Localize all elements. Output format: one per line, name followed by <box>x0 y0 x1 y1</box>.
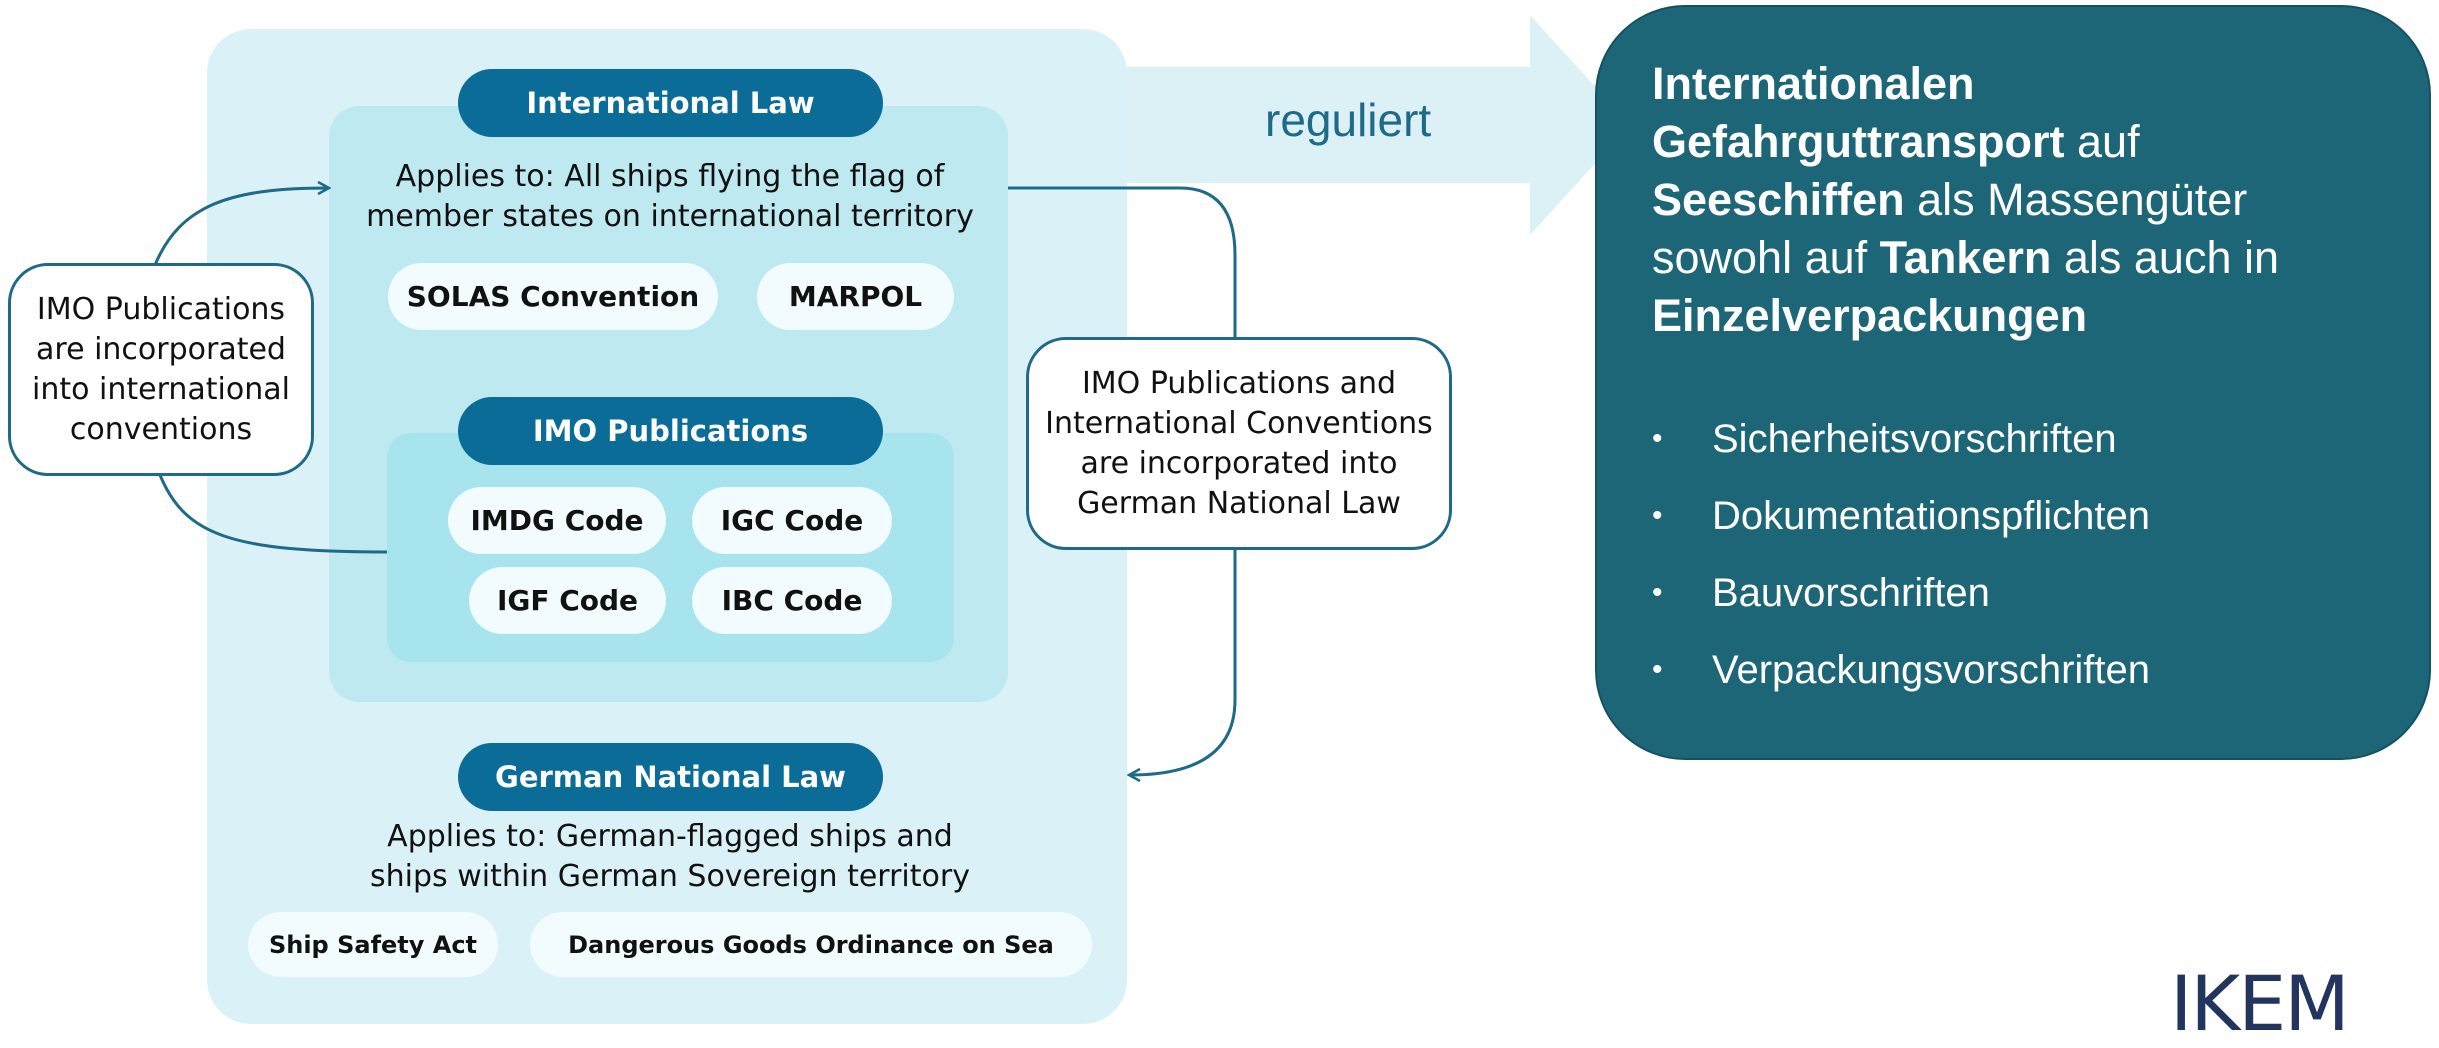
igf-code-pill: IGF Code <box>469 567 666 634</box>
bullet-text: Verpackungsvorschriften <box>1712 648 2151 692</box>
panel-title-part: Tankern <box>1879 232 2052 283</box>
connector-left-top <box>153 188 328 266</box>
international-law-header: International Law <box>458 69 883 137</box>
german-law-applies: Applies to: German-flagged ships and shi… <box>370 819 970 894</box>
reguliert-arrow <box>1120 15 1630 235</box>
bullet-item: • Bauvorschriften <box>1652 571 2372 648</box>
panel-title-part: Internationalen <box>1652 58 1975 109</box>
bullet-item: • Sicherheitsvorschriften <box>1652 417 2372 494</box>
ibc-code-pill: IBC Code <box>692 567 892 634</box>
panel-title-part: auf <box>2064 116 2140 167</box>
imo-publications-header: IMO Publications <box>458 397 883 465</box>
callout-into-german-law: IMO Publications and International Conve… <box>1026 337 1452 550</box>
panel-title-part: als Massengüter sowohl auf <box>1652 174 2248 283</box>
right-summary-panel: Internationalen Gefahrguttransport auf S… <box>1595 5 2431 760</box>
imdg-code-pill: IMDG Code <box>448 487 666 554</box>
dangerous-goods-ordinance-pill: Dangerous Goods Ordinance on Sea <box>530 912 1092 977</box>
marpol-pill: MARPOL <box>757 263 954 330</box>
panel-title-part: Seeschiffen <box>1652 174 1905 225</box>
igc-code-pill: IGC Code <box>692 487 892 554</box>
connector-right-bottom <box>1130 550 1237 775</box>
bullet-dot: • <box>1652 576 1663 609</box>
connector-right-top <box>1008 186 1237 338</box>
ship-safety-act-pill: Ship Safety Act <box>248 912 498 977</box>
callout-imo-into-conventions: IMO Publications are incorporated into i… <box>8 263 314 476</box>
connectors <box>153 0 1237 1020</box>
solas-convention-pill: SOLAS Convention <box>388 263 718 330</box>
bullet-item: • Dokumentationspflichten <box>1652 494 2372 571</box>
bullet-list: • Sicherheitsvorschriften • Dokumentations… <box>1652 417 2372 725</box>
bullet-text: Bauvorschriften <box>1712 571 1990 615</box>
panel-title-part: Einzelverpackungen <box>1652 290 2088 341</box>
arrow-label: reguliert <box>1265 94 1432 146</box>
bullet-dot: • <box>1652 499 1663 532</box>
panel-title-part: als auch in <box>2051 232 2279 283</box>
ikem-logo: IKEM <box>2170 959 2350 1048</box>
german-law-header: German National Law <box>458 743 883 811</box>
bullet-text: Sicherheitsvorschriften <box>1712 417 2117 461</box>
bullet-item: • Verpackungsvorschriften <box>1652 648 2372 725</box>
connector-left-bottom <box>158 474 388 554</box>
international-law-applies: Applies to: All ships flying the flag of… <box>366 159 974 234</box>
bullet-dot: • <box>1652 422 1663 455</box>
panel-title: Internationalen Gefahrguttransport auf S… <box>1652 55 2392 345</box>
bullet-dot: • <box>1652 653 1663 686</box>
bullet-text: Dokumentationspflichten <box>1712 494 2151 538</box>
panel-title-part: Gefahrguttransport <box>1652 116 2065 167</box>
